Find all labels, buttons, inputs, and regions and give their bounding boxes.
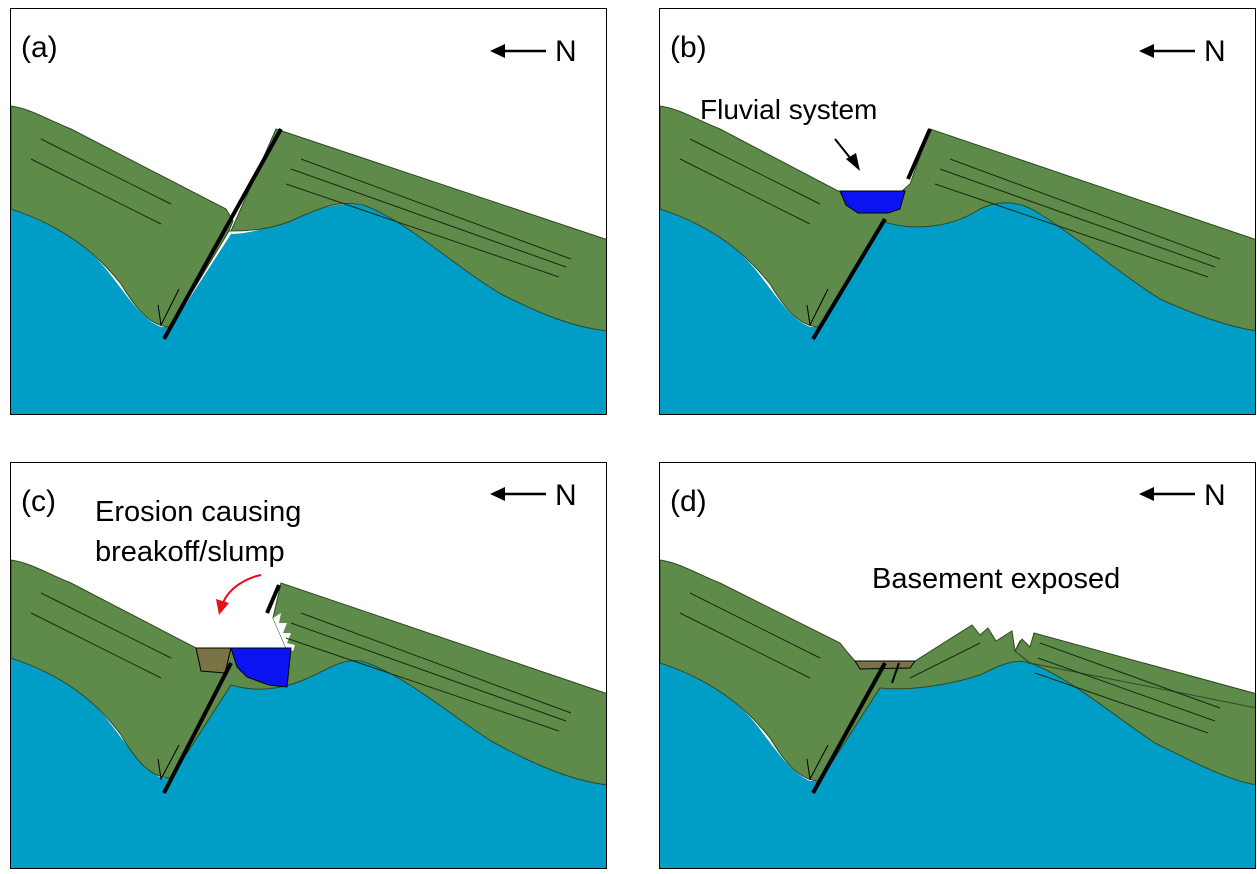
erosion-label-line2: breakoff/slump [95,536,285,568]
panel-a: (a) N [10,8,607,415]
north-label: N [1204,35,1226,68]
bedding-line [1034,672,1209,734]
panel-d: Basement exposed (d) N [659,462,1256,869]
north-arrow-head-icon [490,487,505,501]
north-arrow-head-icon [490,44,505,58]
bedding-line [689,592,821,659]
bedding-line [689,138,821,205]
basement [660,202,1255,414]
sediment-layers [660,105,1255,332]
bedding-line [285,637,560,732]
breakoff-scar [273,613,295,651]
north-label: N [555,479,577,512]
erosion-label-line1: Erosion causing [95,496,301,528]
north-arrow-head-icon [1139,44,1154,58]
fault-arrow [806,744,829,781]
basement-exposed-label: Basement exposed [872,563,1120,595]
panel-label: (b) [670,31,707,64]
fault-line [891,662,900,684]
fluvial-channel [839,190,906,214]
panel-label: (c) [21,485,56,518]
pointer-arrow-head-icon [846,153,860,171]
bedding-line [300,612,572,714]
fault-arrow [157,744,180,781]
fault-line [162,128,283,340]
fluvial-system-label: Fluvial system [700,94,877,125]
bedding-line [290,622,567,722]
bedding-line [285,183,560,278]
bedding-line [290,168,567,268]
panel-b-diagram: Fluvial system (b) N [660,9,1255,414]
fault-line [811,662,887,794]
bedding-line [679,158,811,225]
panel-a-diagram: (a) N [11,9,606,414]
bedding-line [679,612,811,679]
fault-line [162,662,233,794]
bedding-line [934,183,1209,278]
basement [11,658,606,868]
bedding-line [1039,642,1221,709]
panel-label: (a) [21,31,58,64]
bedding-line [909,642,981,679]
bedding-line [40,592,172,659]
fault-block-right [1014,632,1255,709]
bedding-line [939,168,1216,268]
panel-d-diagram: Basement exposed (d) N [660,463,1255,868]
panel-b: Fluvial system (b) N [659,8,1256,415]
bedding-line [1037,657,1216,722]
bedding-line [30,612,162,679]
sediment-layers [11,105,606,332]
slump-arrow-icon [222,574,262,604]
north-label: N [555,35,577,68]
bedding-line [300,158,572,260]
fault-line [265,584,281,614]
bedding-line [949,158,1221,260]
north-arrow-head-icon [1139,487,1154,501]
basement [660,661,1255,868]
bedding-line [40,138,172,205]
panel-c: Erosion causing breakoff/slump (c) N [10,462,607,869]
panel-c-diagram: Erosion causing breakoff/slump (c) N [11,463,606,868]
fault-line [811,217,887,341]
panel-label: (d) [670,485,707,518]
fluvial-channel [230,647,292,688]
slump-arrow-head-icon [216,599,229,615]
north-label: N [1204,479,1226,512]
bedding-line [30,158,162,225]
fault-line [906,128,932,180]
fault-arrow [806,288,829,327]
sediment-layers [11,559,606,786]
fault-arrow [157,288,180,327]
sediment-layers [660,559,1255,786]
